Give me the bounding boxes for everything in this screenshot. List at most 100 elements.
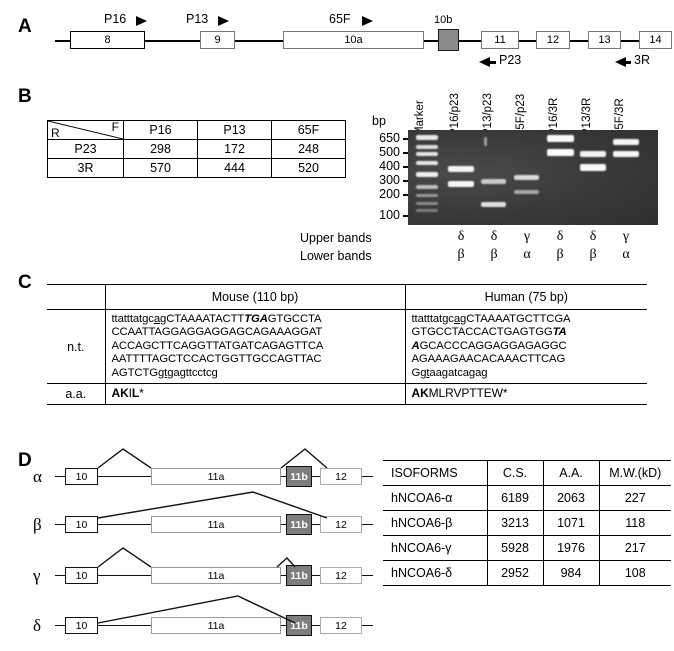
intron-line-1 [145,40,200,42]
gel-artifact [484,137,487,146]
gel-band-p16-3r-lower [547,149,574,156]
beta-exon-11a: 11a [151,516,281,533]
cell-3r-65f: 520 [271,158,346,178]
delta-exon-10: 10 [65,617,98,634]
beta-exon-12: 12 [320,516,362,533]
col-header-65f: 65F [271,120,346,140]
gel-ladder-dash-100 [403,215,410,217]
gel-band-p13-p23-upper [481,179,506,184]
gamma-exon-11a: 11a [151,567,281,584]
isoform-cs-gamma: 5928 [486,535,543,561]
sequence-aa-row: a.a. AKIL* AKMLRVPTTEW* [47,383,647,406]
delta-exon-12: 12 [320,617,362,634]
sequence-header-row: Mouse (110 bp) Human (75 bp) [47,284,647,310]
alpha-line-intron3 [312,476,320,478]
panel-a-letter: A [18,16,32,37]
marker-band [416,172,438,177]
gamma-line-intron3 [312,575,320,577]
exon-box-11: 11 [481,31,519,49]
gel-ladder-dash-650 [403,138,410,140]
marker-band [416,161,438,165]
beta-line-intron1 [98,524,151,526]
alpha-line-left [55,476,65,478]
corner-forward-label: F [111,120,119,135]
beta-exon-10: 10 [65,516,98,533]
isoform-cs-beta: 3213 [486,510,543,536]
isoform-properties-table: ISOFORMS C.S. A.A. M.W.(kD) hNCOA6-α 618… [383,460,671,586]
alpha-exon-11a: 11a [151,468,281,485]
isoform-table-row: hNCOA6-γ 5928 1976 217 [383,535,671,561]
cell-human-aa: AKMLRVPTTEW* [404,383,647,406]
gamma-exon-10: 10 [65,567,98,584]
marker-band [416,152,438,156]
isoform-aa-delta: 984 [542,560,599,586]
panel-d-letter: D [18,450,32,471]
isoform-greek-gamma: γ [33,566,41,585]
gel-axis-title-bp: bp [372,114,386,128]
beta-line-intron2 [281,524,286,526]
gel-upper-greek-5: δ [589,229,597,244]
corner-reverse-label: R [51,126,60,140]
isoform-mw-beta: 118 [598,510,671,536]
primer-label-65f: 65F [329,12,351,26]
mouse-aa-sequence: AKIL* [111,386,144,401]
delta-line-intron1 [98,625,151,627]
gamma-line-intron2 [281,575,286,577]
beta-line-left [55,524,65,526]
intron-line-5 [519,40,536,42]
gel-lower-greek-1: β [457,247,465,262]
gel-band-65f-p23-lower [514,190,539,194]
primer-tail-p23 [490,61,496,64]
gel-upper-greek-2: δ [490,229,498,244]
gel-ladder-label-500: 500 [379,145,400,159]
isoform-greek-alpha: α [33,467,42,486]
exon-box-14: 14 [639,31,672,49]
gel-band-65f-p23-upper [514,175,539,180]
delta-line-right [362,625,373,627]
isoform-col-header-aa: A.A. [542,460,599,486]
cell-p23-p16: 298 [123,139,198,159]
gel-ladder-label-400: 400 [379,159,400,173]
isoform-aa-beta: 1071 [542,510,599,536]
gel-band-65f-3r-lower [613,151,639,157]
isoform-cs-alpha: 6189 [486,485,543,511]
alpha-exon-10: 10 [65,468,98,485]
primer-label-3r: 3R [634,53,650,67]
col-header-p13: P13 [197,120,272,140]
gel-band-65f-3r-upper [613,139,639,145]
gel-band-p13-p23-lower [481,202,506,207]
exon-box-10b [438,29,459,51]
panel-a-gene-structure: A 8 9 10a 11 12 13 14 10b P16 P13 65F P2… [0,0,674,78]
gel-lower-greek-3: α [523,247,531,262]
beta-line-right [362,524,373,526]
diagonal-divider-icon [48,121,123,139]
isoform-name-delta: hNCOA6-δ [383,560,487,586]
marker-band [416,185,438,189]
table-row: P23 298 172 248 [47,139,346,159]
gel-ladder-dash-200 [403,194,410,196]
panel-c-sequence-comparison: C Mouse (110 bp) Human (75 bp) n.t. ttat… [0,268,674,440]
delta-exon-11b: 11b [286,615,312,636]
gel-lower-greek-2: β [490,247,498,262]
gel-band-p16-p23-upper [448,166,474,172]
row-header-p23: P23 [47,139,124,159]
gamma-exon-12: 12 [320,567,362,584]
alpha-line-right [362,476,373,478]
delta-line-intron3 [312,625,320,627]
gel-band-p13-3r-upper [580,151,606,157]
sequence-table: Mouse (110 bp) Human (75 bp) n.t. ttattt… [47,284,647,406]
primer-label-p23: P23 [499,53,522,67]
intron-line-3 [424,40,438,42]
gel-upper-greek-4: δ [556,229,564,244]
cell-3r-p13: 444 [197,158,272,178]
gel-lower-greek-5: β [589,247,597,262]
primer-label-p13: P13 [186,12,209,26]
exon-box-13: 13 [588,31,621,49]
gel-image [408,130,658,225]
isoform-col-header-isoforms: ISOFORMS [383,460,487,486]
gel-lower-bands-label: Lower bands [300,249,372,263]
table-row: 3R 570 444 520 [47,158,346,178]
